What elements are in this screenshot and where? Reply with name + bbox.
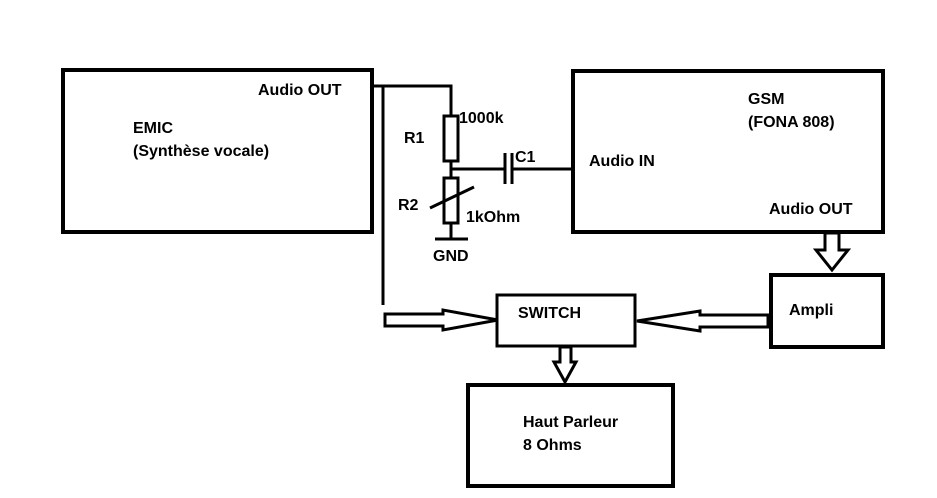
emic-title: EMIC [133, 120, 173, 137]
emic-block: Audio OUT EMIC (Synthèse vocale) [61, 68, 374, 234]
emic-audio-out-label: Audio OUT [258, 82, 342, 99]
speaker-box [466, 383, 675, 488]
r2-value: 1kOhm [466, 209, 520, 226]
arrow-ampli-to-switch-icon [636, 309, 770, 333]
emic-box [61, 68, 374, 234]
gsm-title: GSM [748, 91, 784, 108]
wire-emic-to-r1 [372, 84, 453, 116]
resistor-r1: R1 1000k [404, 110, 504, 163]
capacitor-c1: C1 [503, 149, 536, 184]
gsm-audio-out-label: Audio OUT [769, 201, 853, 218]
r2-name: R2 [398, 197, 419, 214]
ampli-block: Ampli [769, 273, 885, 349]
speaker-subtitle: 8 Ohms [523, 437, 582, 454]
gsm-subtitle: (FONA 808) [748, 114, 835, 131]
arrow-emic-to-switch-icon [383, 308, 499, 332]
emic-subtitle: (Synthèse vocale) [133, 143, 269, 160]
resistor-r2: R2 1kOhm [398, 176, 520, 226]
switch-title: SWITCH [518, 305, 581, 322]
r2-variable-slash-icon [429, 185, 475, 210]
ampli-box [769, 273, 885, 349]
gsm-audio-in-label: Audio IN [589, 153, 655, 170]
speaker-title: Haut Parleur [523, 414, 618, 431]
gsm-box [571, 69, 885, 234]
arrow-gsm-to-ampli-icon [812, 231, 852, 273]
ampli-title: Ampli [789, 302, 833, 319]
switch-block: SWITCH [495, 293, 637, 348]
gsm-block: GSM (FONA 808) Audio IN Audio OUT [571, 69, 885, 234]
r1-body [442, 114, 460, 163]
c1-name: C1 [515, 149, 536, 166]
arrow-switch-to-speaker-icon [551, 345, 579, 386]
gnd-label: GND [433, 248, 469, 265]
r1-value: 1000k [459, 110, 504, 127]
r1-name: R1 [404, 130, 425, 147]
speaker-block: Haut Parleur 8 Ohms [466, 383, 675, 488]
